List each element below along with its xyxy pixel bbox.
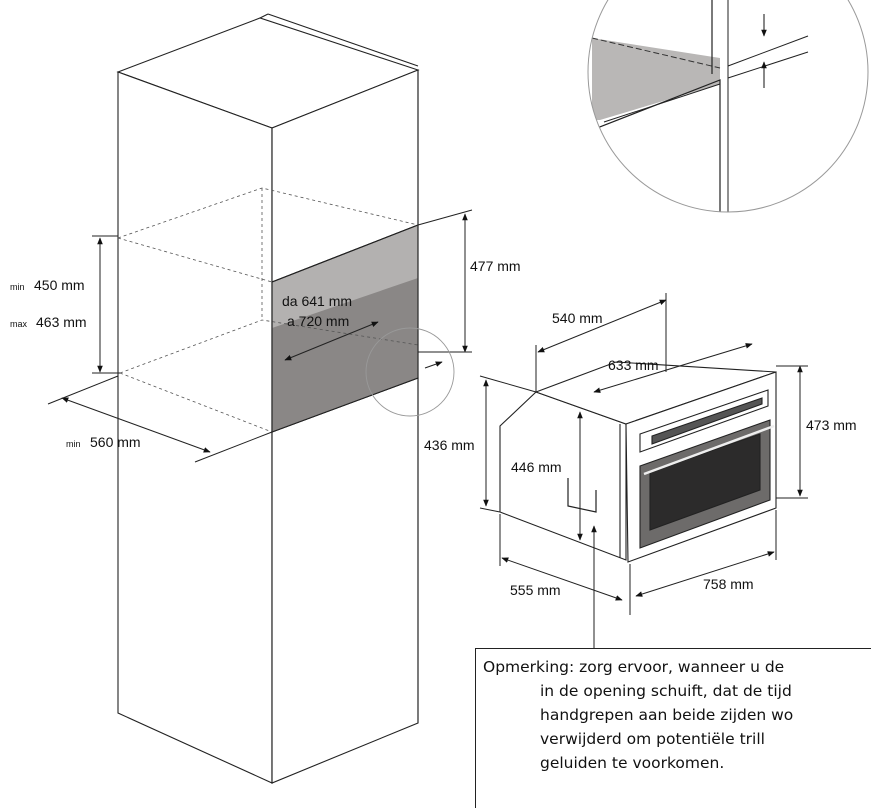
- depth-range-label-2: a 720 mm: [287, 313, 349, 329]
- oven-front-height-label: 473 mm: [806, 417, 857, 433]
- note-line-3: handgrepen aan beide zijden wo: [540, 706, 794, 724]
- oven-side-height-label: 436 mm: [424, 437, 475, 453]
- oven-body-height-label: 446 mm: [511, 459, 562, 475]
- depth-range-label-1: da 641 mm: [282, 293, 352, 309]
- oven-side-depth-label: 555 mm: [510, 582, 561, 598]
- min-width-label: 560 mm: [90, 434, 141, 450]
- tall-cabinet: [116, 13, 420, 784]
- oven-depth-label: 540 mm: [552, 310, 603, 326]
- min-height-label: 450 mm: [34, 277, 85, 293]
- max-height-prefix: max: [10, 319, 28, 329]
- min-height-prefix: min: [10, 282, 25, 292]
- oven-dimensions: [479, 293, 808, 650]
- opening-height-label: 477 mm: [470, 258, 521, 274]
- note-line-2: in de opening schuift, dat de tijd: [540, 682, 792, 700]
- note-line-5: geluiden te voorkomen.: [540, 754, 725, 772]
- oven-front-width-label: 758 mm: [703, 576, 754, 592]
- min-width-prefix: min: [66, 439, 81, 449]
- note-line-4: verwijderd om potentiële trill: [540, 730, 765, 748]
- detail-marker-circle: [365, 327, 455, 417]
- max-height-label: 463 mm: [36, 314, 87, 330]
- oven-top-width-label: 633 mm: [608, 357, 659, 373]
- cabinet-dimensions: [47, 209, 473, 463]
- installation-note: Opmerking: zorg ervoor, wanneer u de in …: [475, 648, 871, 808]
- niche-dashed-guides: [117, 187, 419, 433]
- note-line-1: Opmerking: zorg ervoor, wanneer u de: [483, 658, 785, 676]
- detail-zoom-circle: [587, 0, 869, 213]
